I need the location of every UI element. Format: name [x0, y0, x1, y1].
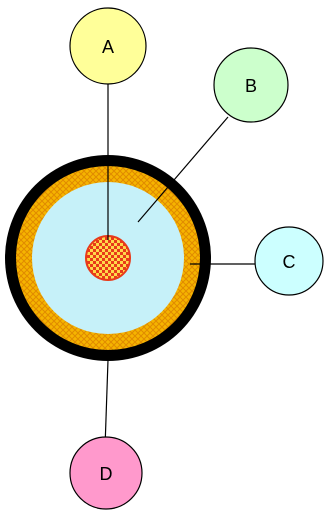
- leader-line-d: [105, 360, 108, 448]
- label-b-text: B: [245, 76, 257, 96]
- label-c-callout: C: [255, 227, 323, 295]
- label-d-text: D: [100, 464, 113, 484]
- label-c-text: C: [283, 252, 296, 272]
- label-a-text: A: [102, 37, 114, 57]
- label-a-callout: A: [70, 8, 146, 84]
- center-conductor: [86, 236, 130, 280]
- label-d-callout: D: [70, 437, 142, 509]
- label-b-callout: B: [214, 48, 288, 122]
